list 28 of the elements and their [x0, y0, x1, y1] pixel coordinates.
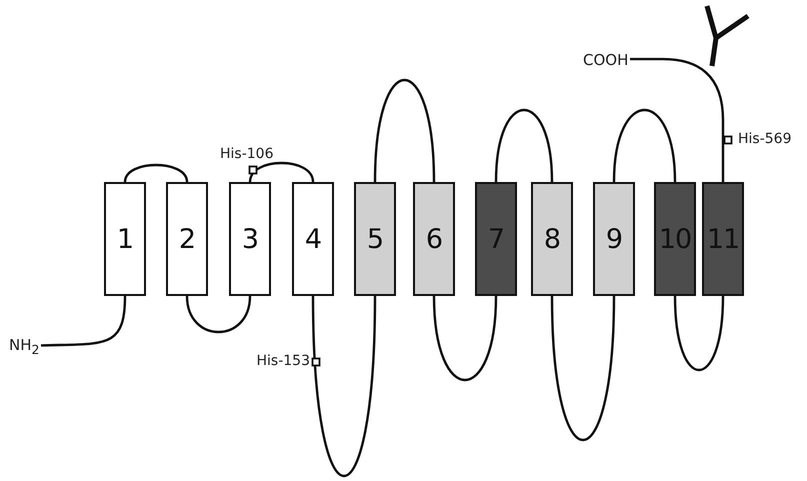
transmembrane-segment: 7	[475, 182, 517, 296]
transmembrane-segment: 6	[413, 182, 455, 296]
residue-label: His-569	[738, 131, 792, 147]
peptide-loop	[374, 79, 436, 182]
peptide-loop	[248, 162, 314, 182]
residue-label: His-106	[220, 146, 274, 162]
transmembrane-segment: 1	[104, 182, 146, 296]
peptide-loop	[550, 296, 616, 440]
transmembrane-segment: 2	[166, 182, 208, 296]
peptide-loop	[124, 164, 188, 182]
peptide-loop	[432, 296, 498, 381]
transmembrane-segment: 9	[593, 182, 635, 296]
peptide-loop	[40, 296, 126, 347]
transmembrane-segment: 4	[292, 182, 334, 296]
transmembrane-segment: 5	[354, 182, 396, 296]
transmembrane-segment: 8	[531, 182, 573, 296]
peptide-loop	[612, 109, 676, 182]
peptide-loop	[494, 109, 554, 182]
peptide-loop	[674, 296, 724, 371]
terminus-label: COOH	[583, 51, 628, 69]
transmembrane-segment: 10	[654, 182, 696, 296]
peptide-loop	[630, 58, 724, 182]
peptide-loop	[186, 296, 252, 334]
residue-label: His-153	[256, 353, 310, 369]
terminus-label: NH$_{2}$	[9, 336, 40, 357]
peptide-loop	[312, 296, 376, 476]
transmembrane-segment: 11	[702, 182, 744, 296]
transmembrane-segment: 3	[229, 182, 271, 296]
